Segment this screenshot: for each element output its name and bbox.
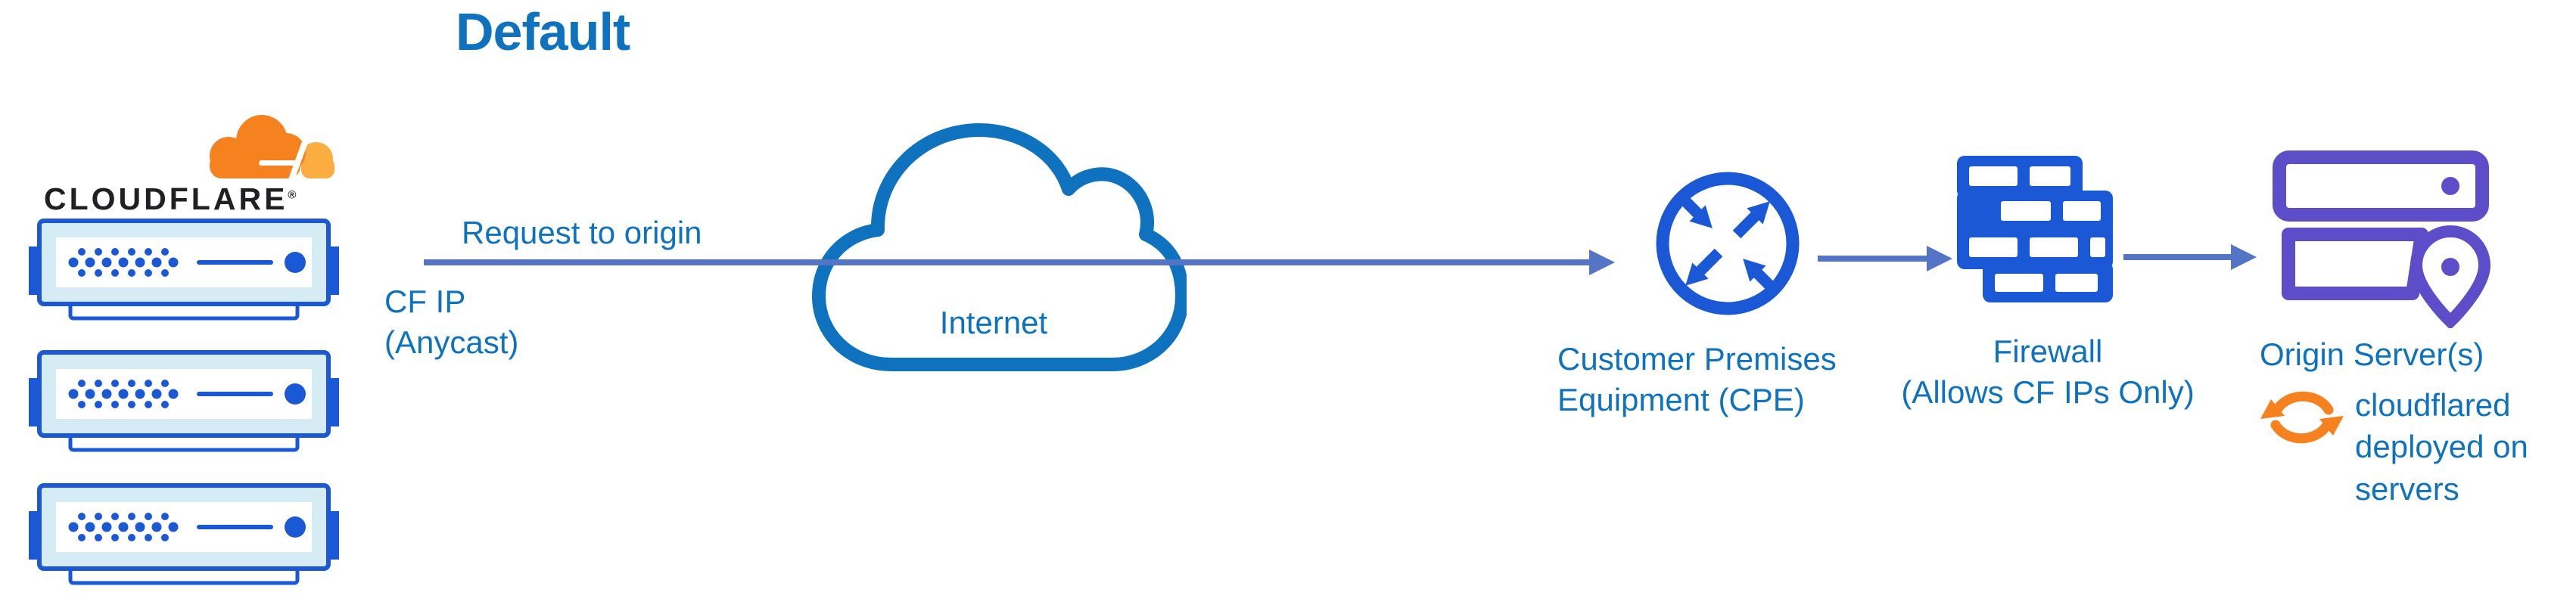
cloudflared-line3: servers (2355, 470, 2459, 507)
firewall-label-line1: Firewall (1993, 333, 2103, 369)
cloudflared-line1: cloudflared (2355, 387, 2511, 423)
firewall-origin-arrow-line (2123, 254, 2232, 260)
cloudflare-cloud-light-lobe (300, 142, 334, 178)
server-vent-dots (68, 248, 179, 277)
anycast-line: (Anycast) (384, 324, 519, 360)
cloudflare-logo-icon (210, 115, 334, 182)
firewall-icon (1957, 156, 2113, 302)
server-power-light (285, 383, 306, 405)
firewall-origin-arrow-head-icon (2231, 244, 2257, 270)
server-vent-dots (68, 513, 179, 541)
firewall-label: Firewall (Allows CF IPs Only) (1866, 331, 2229, 413)
request-arrow-head-icon (1589, 250, 1615, 275)
request-arrow-line (424, 259, 1591, 265)
firewall-bricks (1969, 166, 2105, 292)
router-arrows (1675, 191, 1781, 296)
cpe-firewall-arrow-line (1818, 256, 1928, 262)
server-power-light (285, 252, 306, 273)
logo-white-slit (259, 160, 298, 166)
cpe-label-line2: Equipment (CPE) (1557, 381, 1805, 417)
registered-mark: ® (288, 188, 297, 202)
location-pin-icon (2410, 225, 2491, 328)
cloudflared-line2: deployed on (2355, 429, 2528, 465)
server-power-light (2441, 177, 2459, 195)
server-power-light (285, 516, 306, 538)
internet-label: Internet (939, 305, 1048, 340)
cf-ip-anycast-label: CF IP (Anycast) (384, 281, 518, 363)
internet-cloud-icon (812, 123, 1187, 371)
server-rack-icon (29, 483, 339, 585)
cloudflare-wordmark: CLOUDFLARE® (44, 181, 296, 217)
cloudflare-wordmark-text: CLOUDFLARE (44, 181, 288, 216)
cloudflared-label: cloudflared deployed on servers (2355, 384, 2528, 510)
origin-label: Origin Server(s) (2260, 336, 2484, 372)
cpe-firewall-arrow-head-icon (1927, 246, 1952, 271)
logo-white-gap (288, 135, 310, 182)
request-to-origin-label: Request to origin (462, 215, 702, 250)
origin-server-icon (2273, 150, 2491, 328)
cpe-router-icon (1656, 172, 1800, 315)
server-rack-icon (29, 350, 339, 452)
cloudflare-cloud-main (210, 115, 306, 178)
sync-icon (2260, 391, 2344, 444)
cf-ip-line: CF IP (384, 284, 466, 319)
firewall-label-line2: (Allows CF IPs Only) (1901, 374, 2195, 410)
page-title: Default (456, 2, 630, 61)
origin-server-bottom (2282, 228, 2428, 300)
cpe-label: Customer Premises Equipment (CPE) (1557, 339, 1837, 420)
server-vent-dots (68, 380, 179, 408)
server-rack-icon (29, 219, 339, 321)
cpe-label-line1: Customer Premises (1557, 341, 1837, 377)
